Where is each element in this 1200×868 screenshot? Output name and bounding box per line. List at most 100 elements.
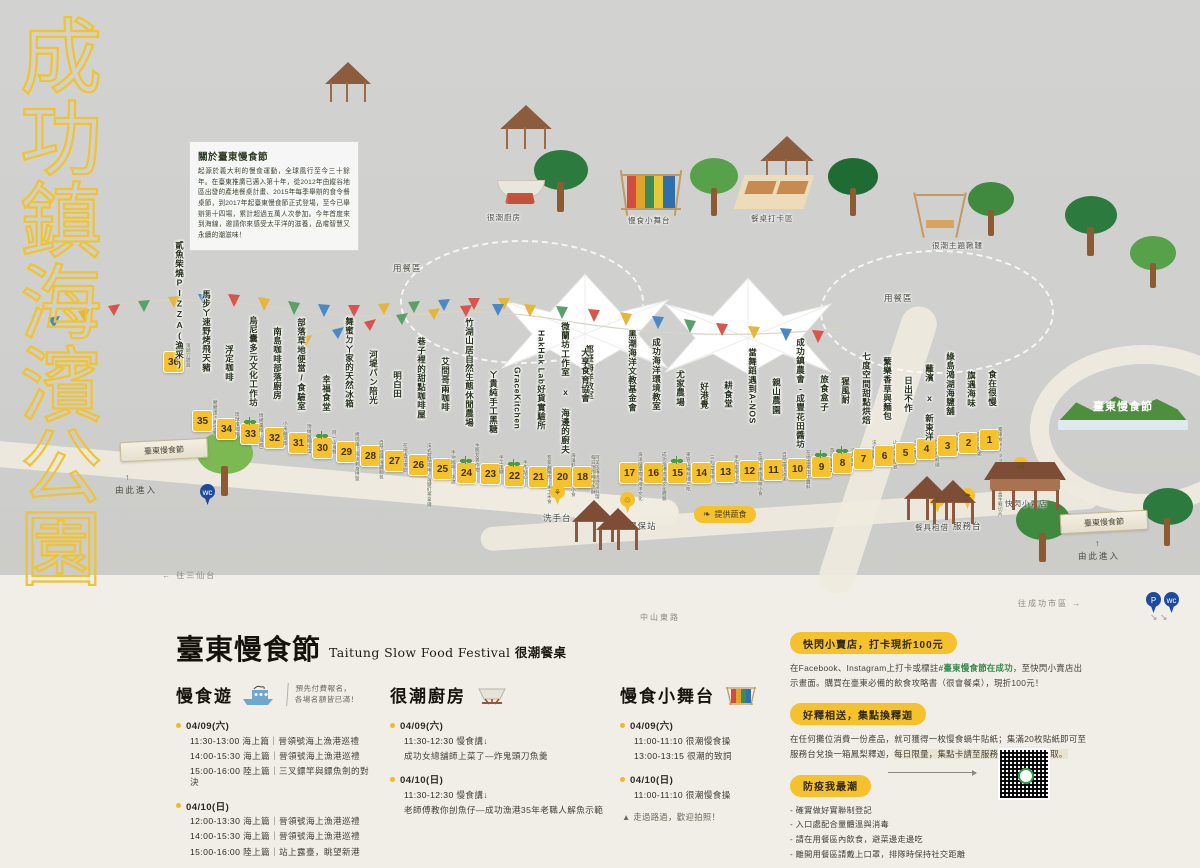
booth-number-27[interactable]: 27	[384, 450, 405, 472]
schedule-date-text: 04/10(日)	[186, 801, 230, 813]
booth-subtitle-26: 法式甜點咖啡．海鹽紅茶拿鐵	[427, 443, 433, 507]
service-marker[interactable]: ☂	[960, 488, 975, 509]
booth-number-14[interactable]: 14	[691, 462, 712, 484]
booth-number-6[interactable]: 6	[874, 445, 895, 467]
logo-chinese: 臺東慢食節	[176, 633, 322, 666]
facility-label: 用餐區	[884, 293, 913, 303]
facility-label: 快閃小賣店	[1005, 499, 1048, 508]
facility-label: 用餐區	[393, 263, 422, 273]
booth-number-3[interactable]: 3	[937, 435, 958, 457]
booth-number-21[interactable]: 21	[528, 466, 549, 488]
entrance-label-right: ↑	[1095, 538, 1102, 548]
booth-name-29: 舞蜜ㄉㄚ家的天然冰箱	[344, 317, 355, 408]
booth-number-28[interactable]: 28	[360, 445, 381, 467]
vertical-title-char: 濱	[19, 339, 103, 434]
beach-hut	[325, 62, 371, 102]
booth-number-5[interactable]: 5	[895, 442, 916, 464]
booth-number-15[interactable]: 15	[667, 456, 688, 484]
booth-number-1[interactable]: 1	[979, 429, 1000, 451]
paper-background	[0, 575, 1200, 850]
booth-number-32[interactable]: 32	[264, 427, 285, 449]
booth-number-26[interactable]: 26	[408, 454, 429, 476]
booth-name-8: 猩風耐	[840, 377, 851, 405]
handwash-marker[interactable]: ⚘	[550, 484, 565, 505]
restroom-marker-right[interactable]: wc	[1164, 592, 1179, 613]
road-label: ← 往三仙台	[162, 571, 217, 580]
leaf-icon: ❧	[703, 509, 711, 519]
booth-number-4[interactable]: 4	[916, 438, 937, 460]
restroom-marker-left[interactable]: wc	[200, 484, 215, 505]
booth-number-34[interactable]: 34	[216, 418, 237, 440]
swing-icon	[913, 192, 967, 240]
booth-number-9[interactable]: 9	[811, 450, 832, 478]
event-text: 很潮的致詞	[687, 750, 733, 761]
booth-number-31[interactable]: 31	[288, 432, 309, 454]
facility-label: 餐桌打卡區	[751, 214, 794, 223]
booth-number-12[interactable]: 12	[739, 460, 760, 482]
booth-number-23[interactable]: 23	[480, 463, 501, 485]
promo-text-part: 在Facebook、Instagram上打卡或標註	[790, 663, 939, 673]
booth-name-27: 明白田	[392, 371, 403, 399]
schedule-date: 04/10(日)	[620, 772, 820, 786]
qr-code[interactable]	[998, 748, 1050, 800]
booth-subtitle-29: 烤肉串．現流刺身拼盤	[355, 432, 361, 481]
booth-name-15: 尤家農場	[675, 370, 686, 407]
bullet-dot	[620, 776, 625, 782]
booth-number-13[interactable]: 13	[715, 461, 736, 483]
promo-list-item: - 請在用餐區內飲食，避菜邊走邊吃	[790, 835, 923, 844]
schedule-event: 14:00-15:30 海上篇｜晉領號海上漁港巡禮	[190, 831, 376, 843]
tree-icon	[690, 158, 738, 216]
booth-subtitle-17: 海洋廢棄物與海洋文化	[638, 452, 644, 501]
booth-subtitle-35: 豬豬蛋+烤全豬	[213, 400, 219, 435]
booth-number-33[interactable]: 33	[240, 417, 261, 445]
booth-number-36[interactable]: 36	[163, 351, 184, 373]
booth-number-16[interactable]: 16	[643, 462, 664, 484]
parking-arrows: ↘ ↘	[1150, 612, 1168, 622]
booth-number-29[interactable]: 29	[336, 441, 357, 463]
booth-subtitle-18: 每日現炸時令魚酥	[591, 455, 597, 495]
event-time: 11:30-12:30	[404, 735, 457, 746]
logo-english-main: Taitung Slow Food Festival	[329, 645, 511, 660]
hillside-festival-sign: 臺東慢食節	[1058, 394, 1188, 436]
booth-number-2[interactable]: 2	[958, 432, 979, 454]
promo-text-part: #臺東慢食節在成功	[938, 663, 1013, 673]
booth-subtitle-32: 小米鹹食飯	[283, 421, 289, 446]
column-title: 慢食遊	[176, 687, 233, 707]
vertical-title-char: 海	[19, 257, 103, 352]
entrance-label-left: ↑	[125, 472, 132, 482]
booth-number-8[interactable]: 8	[832, 446, 853, 474]
schedule-event: 11:30-13:00 海上篇｜晉領號海上漁港巡禮	[190, 736, 376, 748]
booth-name-12: 當舞蹈遇到A-NOS	[747, 348, 758, 424]
promo-pill: 快閃小賣店，打卡現折100元	[790, 632, 957, 654]
tableware-marker[interactable]: ⚱	[930, 492, 945, 513]
booth-number-30[interactable]: 30	[312, 431, 333, 459]
booth-number-7[interactable]: 7	[853, 448, 874, 470]
event-time: 14:00-15:30	[190, 750, 244, 761]
booth-number-35[interactable]: 35	[192, 410, 213, 432]
booth-number-25[interactable]: 25	[432, 458, 453, 480]
booth-name-4: 蘺濱 x 新東洋	[924, 364, 935, 442]
event-text: 很潮慢食操	[685, 789, 731, 800]
tree-icon	[828, 158, 878, 216]
schedule-event: 成功女總舖師上菜了—炸鬼頭刀魚羹	[404, 751, 650, 763]
facility-label: 環保站	[628, 521, 657, 531]
booth-subtitle-33: 情緒羹飯（蓋飯）	[259, 413, 265, 453]
schedule-event: 11:00-11:10 很潮慢食操	[634, 736, 820, 748]
booth-subtitle-27: 在地香草茶飲	[403, 443, 409, 473]
booth-subtitle-25: 手沖咖啡．冰滴	[451, 450, 457, 485]
booth-number-11[interactable]: 11	[763, 459, 784, 481]
parking-marker[interactable]: P	[1146, 592, 1161, 613]
booth-subtitle-13: 手作家常小菜	[734, 455, 740, 485]
booth-name-13: 耕食堂	[723, 381, 734, 409]
hillside-sign-text: 臺東慢食節	[1093, 400, 1153, 413]
veg-legend-chip: ❧ 提供蔬食	[694, 506, 756, 523]
booth-number-18[interactable]: 18	[572, 466, 593, 488]
booth-number-24[interactable]: 24	[456, 456, 477, 484]
booth-number-17[interactable]: 17	[619, 462, 640, 484]
recycle-marker[interactable]: ♲	[620, 492, 635, 513]
booth-number-10[interactable]: 10	[787, 458, 808, 480]
booth-number-22[interactable]: 22	[504, 459, 525, 487]
road-label: 往成功市區 →	[1018, 599, 1083, 608]
event-text: 慢食講↓	[456, 735, 489, 746]
